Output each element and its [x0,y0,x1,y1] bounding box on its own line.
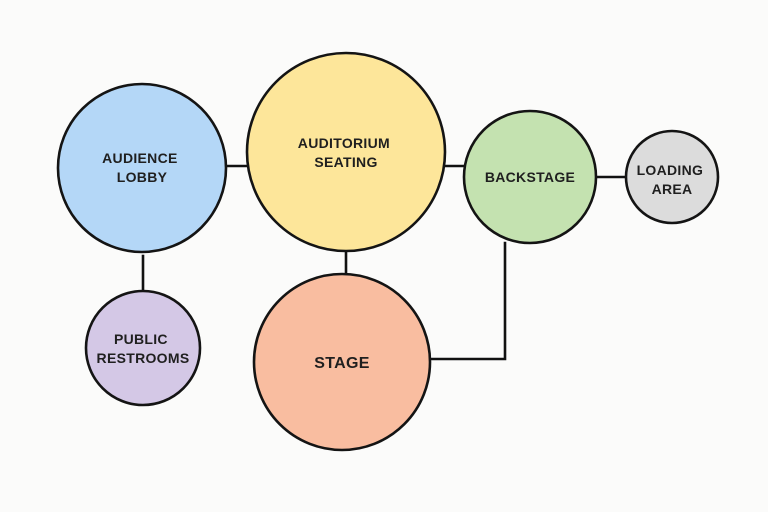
label-line: AREA [652,181,693,197]
bubble-loading-area [624,129,720,225]
label-loading-area: LOADING AREA [637,162,708,197]
bubble-audience-lobby [56,82,228,254]
connectors [141,164,628,361]
label-line: BACKSTAGE [485,169,575,185]
label-public-restrooms: PUBLIC RESTROOMS [97,331,190,366]
node-audience-lobby: AUDIENCE LOBBY [56,82,228,254]
label-backstage: BACKSTAGE [485,169,575,185]
node-public-restrooms: PUBLIC RESTROOMS [84,289,202,407]
label-line: PUBLIC [114,331,168,347]
node-loading-area: LOADING AREA [624,129,720,225]
label-line: STAGE [314,355,369,372]
bubble-public-restrooms [84,289,202,407]
bubble-backstage [462,109,598,245]
node-stage: STAGE [252,272,432,452]
bubble-stage [252,272,432,452]
label-line: RESTROOMS [97,350,190,366]
label-auditorium-seating: AUDITORIUM SEATING [298,135,394,170]
label-line: LOADING [637,162,704,178]
node-auditorium-seating: AUDITORIUM SEATING [245,51,447,253]
node-backstage: BACKSTAGE [462,109,598,245]
label-line: LOBBY [117,169,168,185]
label-line: AUDITORIUM [298,135,390,151]
label-line: AUDIENCE [102,150,178,166]
connector-backstage-stage [428,241,507,361]
label-stage: STAGE [314,355,369,372]
label-line: SEATING [314,154,377,170]
bubble-auditorium-seating [245,51,447,253]
label-audience-lobby: AUDIENCE LOBBY [102,150,182,185]
